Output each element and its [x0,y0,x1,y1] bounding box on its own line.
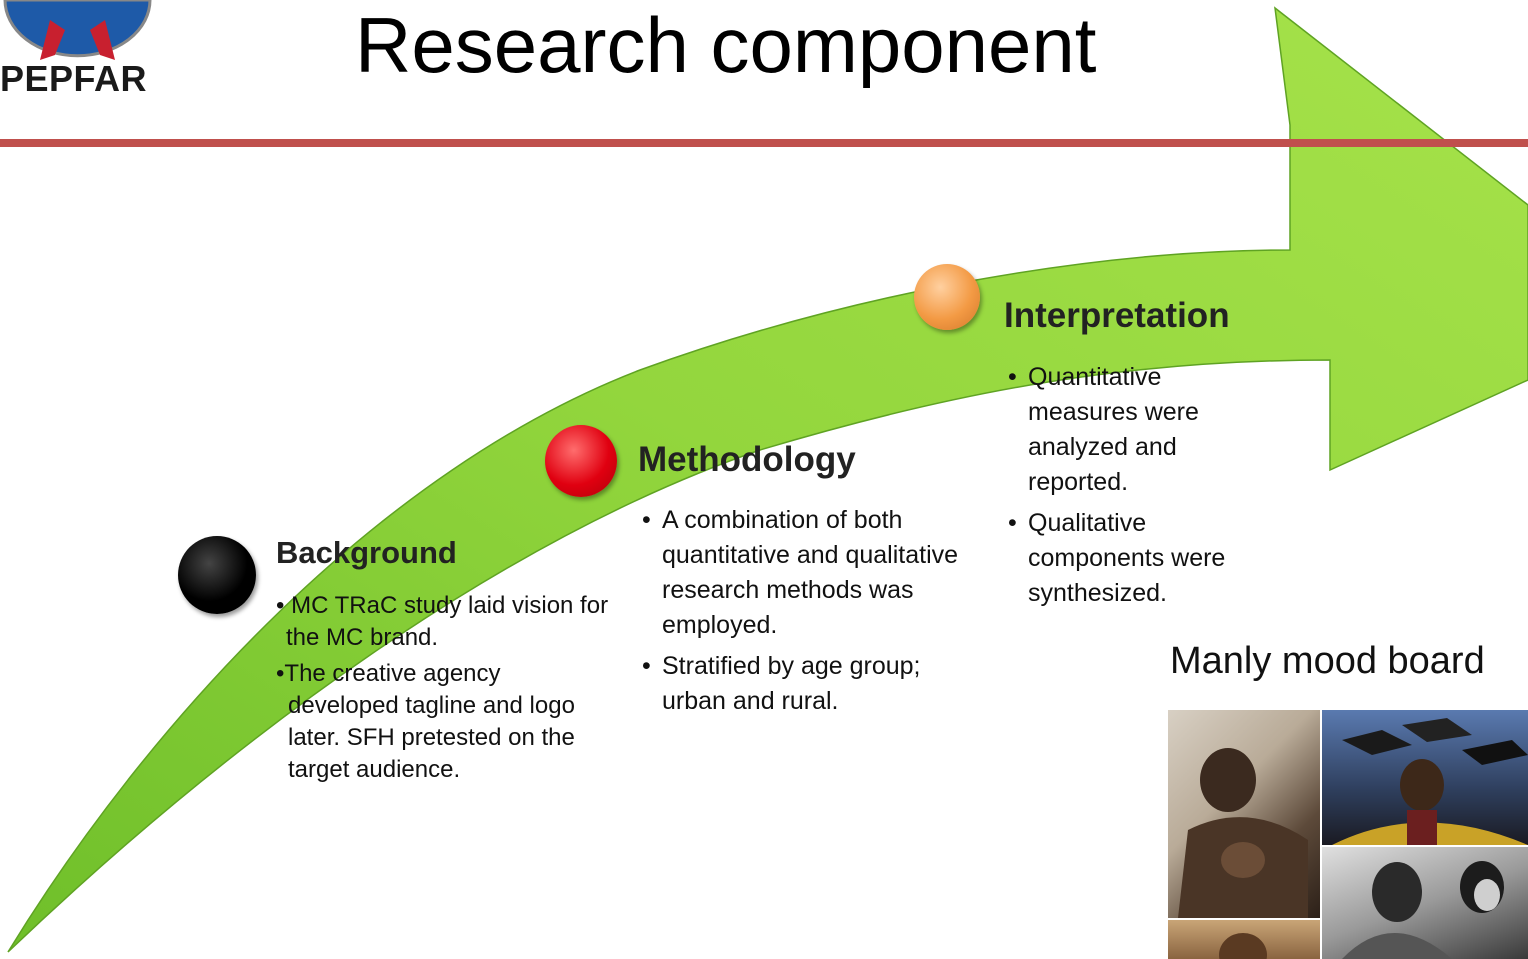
logo-text: PEPFAR [0,58,148,99]
background-marker-dot [178,536,256,614]
methodology-text: A combination of both quantitative and q… [638,503,978,725]
mood-board-photo-couple [1322,847,1528,959]
page-title: Research component [355,1,1097,89]
methodology-bullet-2: Stratified by age group; urban and rural… [638,649,978,719]
interpretation-bullet-1: Quantitative measures were analyzed and … [1004,360,1274,500]
methodology-marker-dot [545,425,617,497]
title-divider [0,139,1528,147]
background-text: • MC TRaC study laid vision for the MC b… [276,590,611,786]
interpretation-text: Quantitative measures were analyzed and … [1004,360,1274,617]
interpretation-bullet-2: Qualitative components were synthesized. [1004,506,1274,611]
background-bullet-1: • MC TRaC study laid vision for the MC b… [276,592,609,651]
interpretation-marker-dot [914,264,980,330]
mood-board-photo-graduates [1322,710,1528,845]
background-bullet-2: •The creative agency developed tagline a… [276,660,575,783]
mood-board-photo-portrait [1168,920,1320,959]
methodology-heading: Methodology [638,440,856,479]
mood-board-title: Manly mood board [1170,640,1485,682]
mood-board-photo-father-baby [1168,710,1320,918]
interpretation-heading: Interpretation [1004,296,1230,335]
pepfar-logo [3,0,152,60]
background-heading: Background [276,535,457,570]
methodology-bullet-1: A combination of both quantitative and q… [638,503,978,643]
